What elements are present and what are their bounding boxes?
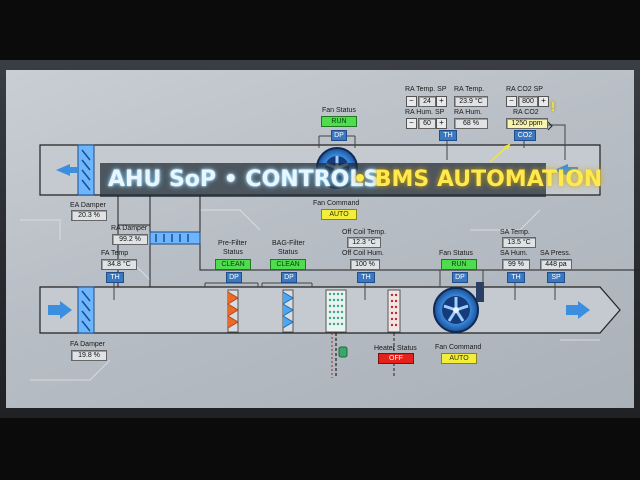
ra-temp-sp-value[interactable]: 24 <box>418 96 436 107</box>
return-fan-command-label: Fan Command <box>313 200 360 207</box>
heater-coil-icon <box>387 289 401 333</box>
mixing-box <box>117 194 151 226</box>
return-fan-dp-tag[interactable]: DP <box>331 130 347 141</box>
heater-status-value: OFF <box>378 353 414 364</box>
ea-damper-value: 20.3 % <box>71 210 107 221</box>
off-coil-hum-label: Off Coil Hum. <box>342 250 384 257</box>
ea-damper-label: EA Damper <box>70 202 106 209</box>
bag-filter-label: BAG-Filter <box>272 240 305 247</box>
bag-filter-status-label: Status <box>278 249 298 256</box>
pre-filter-dp-tag[interactable]: DP <box>226 272 242 283</box>
ra-hum-sp-value[interactable]: 60 <box>418 118 436 129</box>
ra-temp-sp-increase-button[interactable]: + <box>436 96 447 107</box>
banner-title-part1: AHU SoP • CONTROLS <box>108 167 380 192</box>
ra-co2-label: RA CO2 <box>513 109 539 116</box>
ra-co2-sp-decrease-button[interactable]: − <box>506 96 517 107</box>
bag-filter-status-value: CLEAN <box>270 259 306 270</box>
sa-temp-label: SA Temp. <box>500 229 530 236</box>
sa-hum-label: SA Hum. <box>500 250 528 257</box>
ra-co2-sp-label: RA CO2 SP <box>506 86 543 93</box>
ra-damper-icon <box>149 231 201 245</box>
ra-damper-label: RA Damper <box>111 225 148 232</box>
fa-damper-label: FA Damper <box>70 341 106 348</box>
title-banner <box>100 163 546 197</box>
fa-damper-icon <box>77 286 95 334</box>
ra-co2-value: 1250 ppm <box>506 118 548 129</box>
supply-fan-command-label: Fan Command <box>435 344 482 351</box>
supply-fan-status-value: RUN <box>441 259 477 270</box>
sa-th-sensor-tag[interactable]: TH <box>507 272 525 283</box>
ra-hum-sp-label: RA Hum. SP <box>405 109 445 116</box>
return-fan-status-label: Fan Status <box>322 107 356 114</box>
cooling-coil-icon <box>325 289 347 333</box>
return-fan-status-value: RUN <box>321 116 357 127</box>
exhaust-arrow-icon <box>56 164 78 176</box>
supply-fan-dp-tag[interactable]: DP <box>452 272 468 283</box>
sa-hum-value: 99 % <box>502 259 530 270</box>
sa-sp-sensor-tag[interactable]: SP <box>547 272 565 283</box>
heater-status-label: Heater Status <box>374 345 417 352</box>
bag-filter-icon <box>282 289 294 333</box>
pre-filter-label: Pre-Filter <box>218 240 247 247</box>
chw-valve-icon <box>331 333 348 378</box>
off-coil-th-sensor-tag[interactable]: TH <box>357 272 375 283</box>
pre-filter-status-value: CLEAN <box>215 259 251 270</box>
ra-co2-sp-increase-button[interactable]: + <box>538 96 549 107</box>
ra-hum-sp-increase-button[interactable]: + <box>436 118 447 129</box>
fa-temp-label: FA Temp <box>101 250 129 257</box>
ra-hum-value: 68 % <box>454 118 488 129</box>
banner-title-part2: • BMS AUTOMATION <box>353 167 603 192</box>
return-arrow-icon <box>554 164 578 176</box>
supply-fan-status-label: Fan Status <box>439 250 473 257</box>
sa-press-value: 448 pa <box>540 259 572 270</box>
ra-temp-label: RA Temp. <box>454 86 485 93</box>
ra-damper-value: 99.2 % <box>112 234 148 245</box>
fa-th-sensor-tag[interactable]: TH <box>106 272 124 283</box>
ra-temp-value: 23.9 °C <box>454 96 488 107</box>
sa-temp-value: 13.5 °C <box>502 237 536 248</box>
fa-damper-value: 19.8 % <box>71 350 107 361</box>
return-fan-command-value[interactable]: AUTO <box>321 209 357 220</box>
supply-arrow-icon <box>566 301 590 319</box>
ra-hum-sp-decrease-button[interactable]: − <box>406 118 417 129</box>
ra-hum-label: RA Hum. <box>454 109 483 116</box>
ea-damper-icon <box>77 144 95 196</box>
ra-co2-sp-value[interactable]: 800 <box>518 96 538 107</box>
ra-co2-sensor-tag[interactable]: CO2 <box>514 130 536 141</box>
fa-temp-value: 34.8 °C <box>101 259 137 270</box>
bag-filter-dp-tag[interactable]: DP <box>281 272 297 283</box>
sa-press-label: SA Press. <box>540 250 571 257</box>
ra-temp-sp-decrease-button[interactable]: − <box>406 96 417 107</box>
off-coil-hum-value: 100 % <box>350 259 380 270</box>
off-coil-temp-label: Off Coil Temp. <box>342 229 387 236</box>
supply-fan-command-value[interactable]: AUTO <box>441 353 477 364</box>
co2-alarm-icon[interactable]: ! <box>550 99 556 114</box>
ra-th-sensor-tag[interactable]: TH <box>439 130 457 141</box>
off-coil-temp-value: 12.3 °C <box>347 237 381 248</box>
pre-filter-icon <box>227 289 239 333</box>
ra-temp-sp-label: RA Temp. SP <box>405 86 447 93</box>
supply-fan-icon <box>433 282 484 333</box>
fresh-air-arrow-icon <box>48 301 72 319</box>
pre-filter-status-label: Status <box>223 249 243 256</box>
